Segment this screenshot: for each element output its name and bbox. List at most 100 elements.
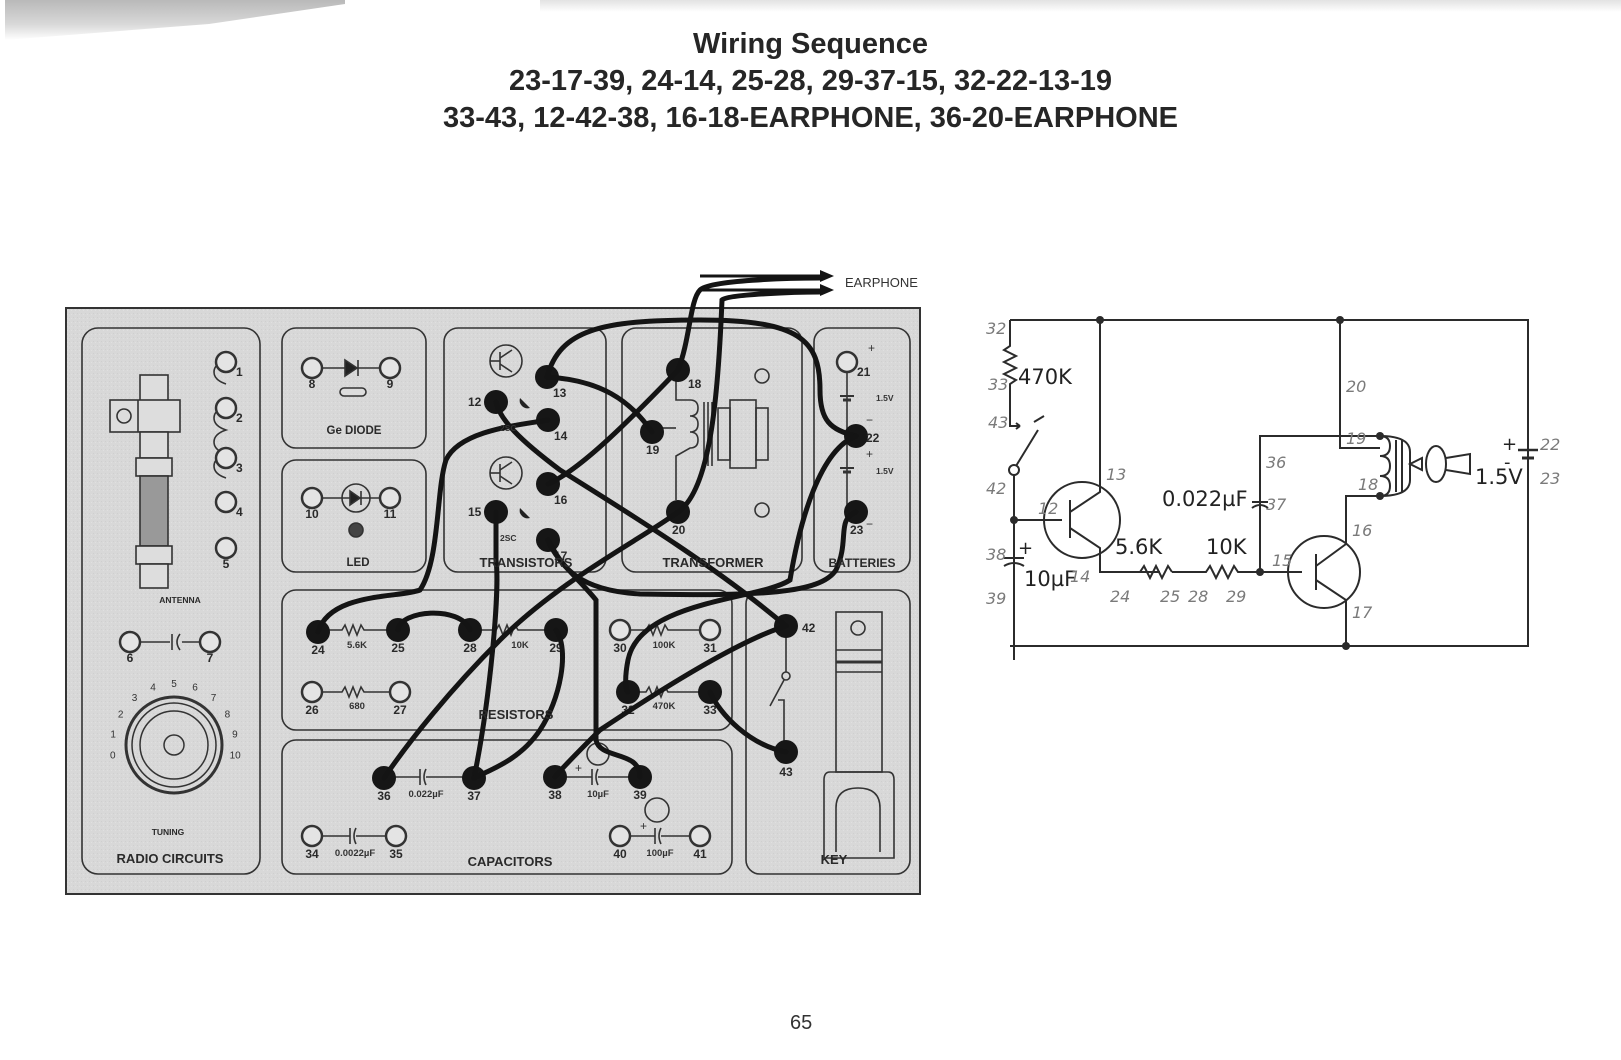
pin-43: 43 — [988, 413, 1008, 432]
terminal-30[interactable] — [608, 618, 632, 642]
cap-10uf-plus: + — [575, 761, 582, 775]
label-cap-plus: + — [1018, 538, 1033, 559]
tuning-scale-6: 6 — [192, 683, 198, 694]
terminal-10[interactable] — [300, 486, 324, 510]
tuning-scale-7: 7 — [211, 693, 217, 704]
wire-15-37 — [471, 509, 500, 781]
earphone-leads — [1379, 435, 1411, 497]
terminal-label-40: 40 — [613, 847, 627, 861]
label-transformer: TRANSFORMER — [662, 555, 764, 570]
terminal-26[interactable] — [300, 680, 324, 704]
top-rail — [1010, 319, 1529, 647]
terminal-label-34: 34 — [305, 847, 319, 861]
wire-20-36b — [381, 509, 681, 781]
terminal-label-8: 8 — [309, 377, 316, 391]
transistor-type-1: 2SC — [500, 423, 517, 433]
pin-15: 15 — [1272, 551, 1292, 570]
value-c-40-41: 100µF — [646, 848, 673, 859]
terminal-35[interactable] — [384, 824, 408, 848]
terminal-21[interactable] — [835, 350, 859, 374]
wiring-sequence-line-2: 33-43, 12-42-38, 16-18-EARPHONE, 36-20-E… — [443, 102, 1178, 134]
label-resistors: RESISTORS — [479, 707, 554, 722]
terminal-label-7: 7 — [207, 651, 214, 665]
terminal-label-43: 43 — [779, 765, 793, 779]
section-ge-diode — [281, 327, 427, 449]
terminal-6[interactable] — [118, 630, 142, 654]
transistor-2-body — [519, 508, 530, 519]
label-radio-circuits: RADIO CIRCUITS — [117, 851, 224, 866]
terminal-2[interactable] — [214, 396, 238, 420]
pin-38: 38 — [986, 545, 1006, 564]
terminal-label-30: 30 — [613, 641, 627, 655]
terminal-label-16: 16 — [554, 493, 568, 507]
page-number: 65 — [790, 1012, 813, 1034]
earphone-icon — [1425, 445, 1447, 483]
wire-19 — [1339, 320, 1380, 449]
terminal-label-6: 6 — [127, 651, 134, 665]
label-bat-minus: - — [1504, 452, 1511, 473]
tuning-scale-4: 4 — [150, 683, 156, 694]
tuning-scale-2: 2 — [118, 709, 124, 720]
terminal-label-23: 23 — [850, 523, 864, 537]
pin-33: 33 — [988, 375, 1008, 394]
terminal-label-18: 18 — [688, 377, 702, 391]
pin-25: 25 — [1160, 587, 1180, 606]
label-ge-diode: Ge DIODE — [327, 425, 382, 437]
terminal-34[interactable] — [300, 824, 324, 848]
battery-minus-23: − — [866, 517, 873, 531]
terminal-label-35: 35 — [389, 847, 403, 861]
terminal-9[interactable] — [378, 356, 402, 380]
terminal-31[interactable] — [698, 618, 722, 642]
terminal-label-11: 11 — [384, 507, 397, 521]
terminal-label-3: 3 — [236, 461, 243, 475]
key-switch[interactable] — [769, 611, 895, 859]
resistor-5-6k — [1100, 563, 1173, 581]
terminal-7[interactable] — [198, 630, 222, 654]
value-c-38-39: 10µF — [587, 789, 609, 800]
capacitor-symbols — [312, 742, 700, 845]
wire-17-39 — [545, 537, 643, 780]
label-led: LED — [347, 557, 370, 569]
terminal-27[interactable] — [388, 680, 412, 704]
wire-20-36 — [675, 289, 823, 515]
label-batteries: BATTERIES — [828, 556, 895, 570]
terminal-3[interactable] — [214, 446, 238, 470]
terminal-label-24: 24 — [311, 643, 325, 657]
transistor-type-2: 2SC — [500, 533, 517, 543]
terminal-41[interactable] — [688, 824, 712, 848]
pin-22: 22 — [1540, 435, 1560, 454]
battery-voltage-2: 1.5V — [876, 466, 894, 476]
tuning-scale-5: 5 — [171, 679, 177, 690]
pin-24: 24 — [1110, 587, 1130, 606]
pin-20: 20 — [1346, 377, 1366, 396]
terminal-label-15: 15 — [468, 505, 482, 519]
label-antenna: ANTENNA — [159, 595, 201, 605]
terminal-4[interactable] — [214, 490, 238, 514]
battery-plus-21: + — [868, 341, 875, 355]
label-0-022uf: 0.022µF — [1162, 487, 1248, 511]
terminal-5[interactable] — [214, 536, 238, 560]
label-bat-plus: + — [1502, 434, 1517, 455]
terminal-label-1: 1 — [236, 365, 243, 379]
cap-0-022uf — [1251, 501, 1269, 509]
value-r-28-29: 10K — [511, 640, 529, 651]
pin-39: 39 — [986, 589, 1006, 608]
key-contact — [1008, 464, 1020, 476]
terminal-label-38: 38 — [548, 788, 562, 802]
page-title: Wiring Sequence — [692, 28, 928, 60]
wire-16-18 — [545, 275, 823, 487]
tuning-dial[interactable] — [124, 695, 224, 795]
terminal-8[interactable] — [300, 356, 324, 380]
earphone-twist — [1407, 456, 1423, 472]
label-10uf: 10µF — [1024, 567, 1076, 591]
terminal-40[interactable] — [608, 824, 632, 848]
earphone-horn — [1445, 452, 1471, 476]
pin-13: 13 — [1106, 465, 1126, 484]
pin-42: 42 — [986, 479, 1006, 498]
terminal-11[interactable] — [378, 486, 402, 510]
key-switch-symbol — [1015, 415, 1045, 467]
label-transistors: TRANSISTORS — [480, 555, 573, 570]
pin-32: 32 — [986, 319, 1006, 338]
terminal-1[interactable] — [214, 350, 238, 374]
